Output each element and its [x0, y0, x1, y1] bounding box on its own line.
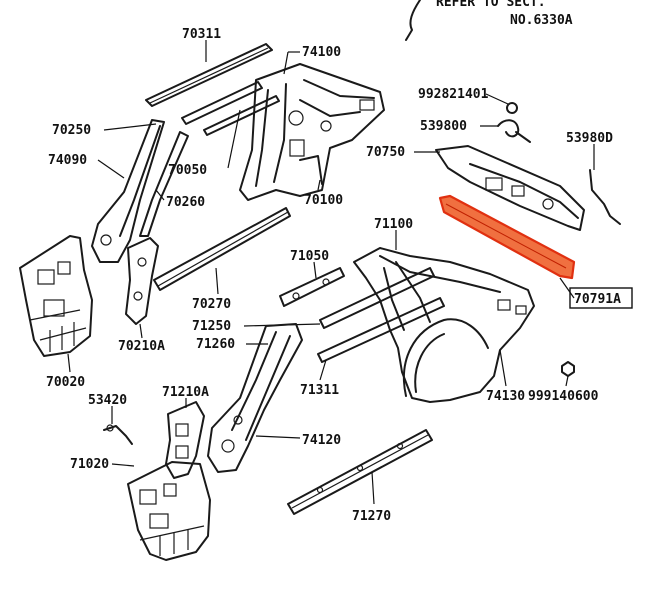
leader-992821401 [485, 93, 509, 105]
label-71020: 71020 [70, 457, 109, 472]
part-74130-quarter-panel[interactable] [353, 247, 535, 403]
part-71311-strip[interactable] [317, 297, 445, 363]
part-70050-strip[interactable] [181, 81, 280, 136]
label-74100: 74100 [302, 45, 341, 60]
label-74120: 74120 [302, 433, 341, 448]
leader-70260 [155, 189, 165, 201]
part-74090-pillar[interactable] [91, 119, 189, 263]
label-71250: 71250 [192, 319, 231, 334]
leader-74130 [499, 349, 507, 387]
leader-70100 [317, 179, 321, 191]
reference-cable [405, 0, 421, 41]
label-70250: 70250 [52, 123, 91, 138]
label-71210a: 71210A [162, 385, 209, 400]
leader-74100-b [283, 51, 289, 75]
label-70311: 70311 [182, 27, 221, 42]
part-53420-clip[interactable] [103, 424, 133, 445]
leader-70210a [139, 323, 143, 339]
part-70750-deck-panel[interactable] [435, 145, 585, 231]
part-53980d-rod[interactable] [589, 169, 621, 225]
part-71210a-brace[interactable] [165, 401, 205, 479]
leader-999140600 [565, 375, 569, 387]
label-74130: 74130 [486, 389, 525, 404]
label-71260: 71260 [196, 337, 235, 352]
leader-71311 [319, 359, 327, 381]
part-71250-strip[interactable] [319, 267, 435, 329]
part-71270-rocker[interactable] [287, 429, 433, 515]
label-70050: 70050 [168, 163, 207, 178]
label-71050: 71050 [290, 249, 329, 264]
leader-70050 [227, 109, 241, 169]
part-70791a-rear-panel-highlight[interactable] [438, 194, 576, 280]
label-70791a: 70791A [574, 292, 621, 307]
label-71270: 71270 [352, 509, 391, 524]
part-71020-lower-apron[interactable] [127, 461, 211, 561]
label-999140600: 999140600 [528, 389, 599, 404]
label-992821401: 992821401 [418, 87, 489, 102]
leader-71270 [371, 471, 375, 505]
part-70270-sill[interactable] [153, 207, 291, 291]
part-70020-apron[interactable] [19, 235, 93, 357]
part-74100-inner-panel[interactable] [239, 63, 385, 201]
leader-70270 [215, 267, 219, 295]
part-70311-rail[interactable] [145, 43, 273, 107]
part-999140600-bolt[interactable] [561, 361, 575, 377]
part-71050-bracket[interactable] [279, 267, 345, 307]
leader-71050 [313, 261, 317, 279]
leader-71020 [111, 463, 135, 467]
label-70270: 70270 [192, 297, 231, 312]
label-box-70791a [569, 287, 633, 309]
label-71311: 71311 [300, 383, 339, 398]
part-74120-inner-quarter[interactable] [207, 323, 303, 473]
label-70750: 70750 [366, 145, 405, 160]
label-70100: 70100 [304, 193, 343, 208]
part-70210a-inner-pillar[interactable] [125, 237, 159, 325]
leader-70791a [559, 277, 575, 299]
label-70260: 70260 [166, 195, 205, 210]
part-539800-hinge[interactable] [497, 119, 531, 143]
label-70020: 70020 [46, 375, 85, 390]
label-71100: 71100 [374, 217, 413, 232]
note-line-1: REFER TO SECT. [436, 0, 546, 10]
label-70210a: 70210A [118, 339, 165, 354]
leader-74090 [97, 159, 125, 179]
leader-70250 [103, 123, 157, 131]
label-53420: 53420 [88, 393, 127, 408]
note-line-2: NO.6330A [510, 13, 573, 28]
label-53980d: 53980D [566, 131, 613, 146]
label-539800: 539800 [420, 119, 467, 134]
part-992821401-clip[interactable] [506, 102, 518, 114]
leader-74120 [255, 435, 301, 439]
leader-70020 [67, 353, 71, 373]
label-74090: 74090 [48, 153, 87, 168]
